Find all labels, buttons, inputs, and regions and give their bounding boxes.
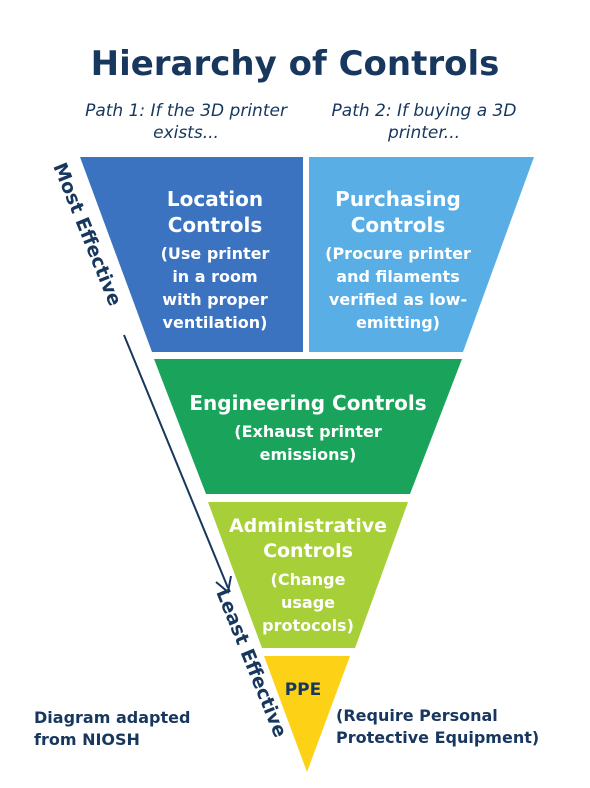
engineering-controls-title: Engineering Controls — [189, 391, 427, 415]
administrative-controls-text: Administrative Controls (Change usage pr… — [218, 514, 398, 637]
ppe-description: (Require Personal Protective Equipment) — [336, 706, 540, 747]
location-controls-description: (Use printer in a room with proper venti… — [160, 244, 270, 332]
ppe-title: PPE — [284, 680, 322, 700]
purchasing-controls-title: Purchasing Controls — [335, 187, 461, 237]
diagram-title: Hierarchy of Controls — [90, 44, 500, 84]
effectiveness-arrow-head — [215, 575, 232, 594]
ppe-tier — [264, 656, 350, 772]
source-credit: Diagram adapted from NIOSH — [34, 708, 191, 749]
path-2-label: Path 2: If buying a 3D printer... — [331, 101, 517, 143]
administrative-controls-title: Administrative Controls — [228, 515, 388, 562]
engineering-controls-tier — [154, 359, 462, 494]
engineering-controls-description: (Exhaust printer emissions) — [234, 422, 382, 464]
engineering-controls-text: Engineering Controls (Exhaust printer em… — [170, 390, 446, 466]
effectiveness-arrow-line — [123, 334, 229, 589]
path-1-label: Path 1: If the 3D printer exists... — [85, 101, 287, 143]
location-controls-tier — [80, 157, 303, 352]
location-controls-title: Location Controls — [166, 187, 264, 237]
administrative-controls-description: (Change usage protocols) — [262, 570, 354, 635]
purchasing-controls-tier — [309, 157, 534, 352]
purchasing-controls-description: (Procure printer and filaments verified … — [325, 244, 471, 332]
location-controls-text: Location Controls (Use printer in a room… — [150, 186, 280, 334]
administrative-controls-tier — [208, 502, 408, 648]
purchasing-controls-text: Purchasing Controls (Procure printer and… — [312, 186, 484, 334]
